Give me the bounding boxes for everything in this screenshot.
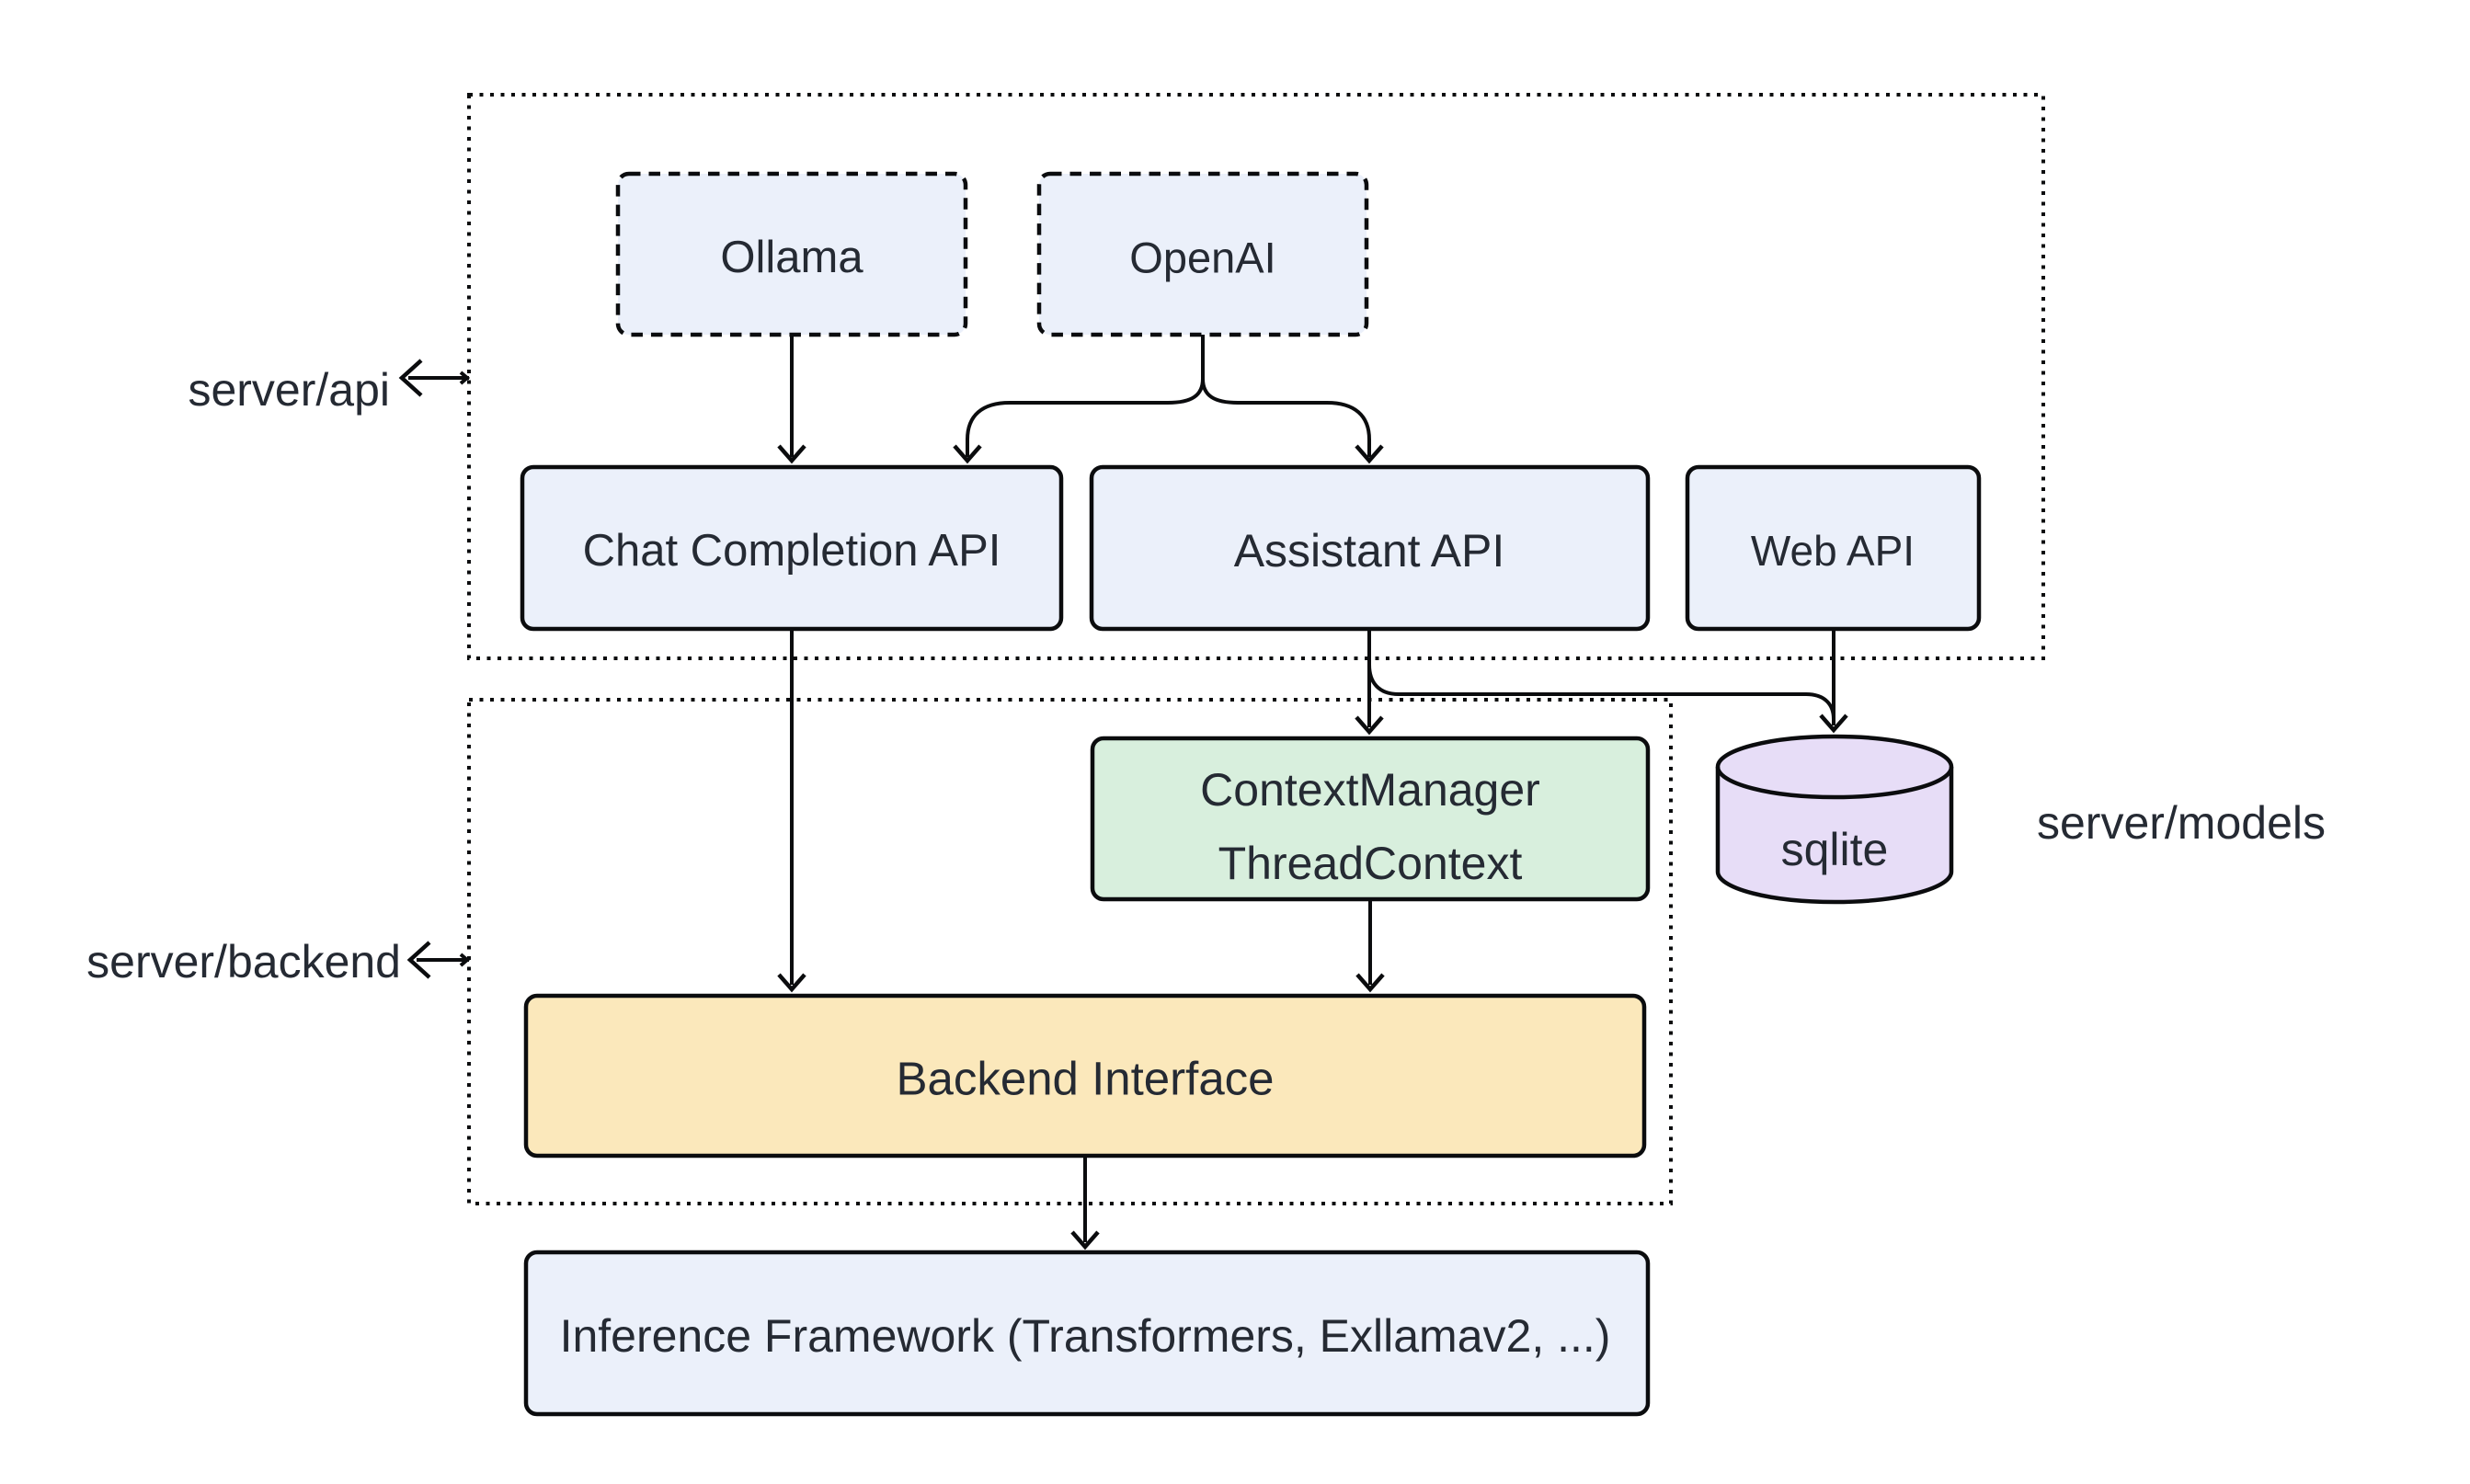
- svg-text:Chat Completion API: Chat Completion API: [583, 526, 1001, 576]
- svg-text:server/api: server/api: [188, 364, 390, 416]
- svg-text:Assistant API: Assistant API: [1234, 525, 1505, 576]
- svg-text:server/models: server/models: [2037, 797, 2326, 849]
- svg-text:ThreadContext: ThreadContext: [1218, 838, 1523, 889]
- svg-text:sqlite: sqlite: [1781, 824, 1889, 875]
- svg-text:Web API: Web API: [1751, 527, 1915, 575]
- svg-text:Inference Framework (Transform: Inference Framework (Transformers, Exlla…: [560, 1310, 1611, 1362]
- svg-text:Backend Interface: Backend Interface: [896, 1053, 1274, 1105]
- svg-text:OpenAI: OpenAI: [1129, 234, 1275, 282]
- svg-text:Ollama: Ollama: [720, 233, 863, 282]
- svg-text:ContextManager: ContextManager: [1200, 764, 1540, 816]
- svg-text:server/backend: server/backend: [86, 936, 401, 987]
